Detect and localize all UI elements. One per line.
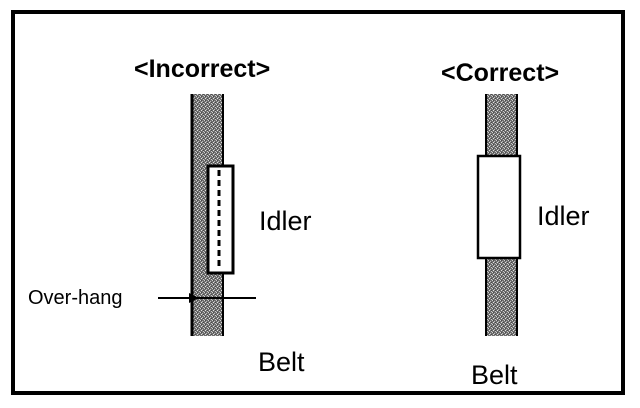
- correct-idler: [476, 154, 522, 260]
- overhang-arrow-icon: [158, 293, 199, 303]
- diagram-frame: [11, 10, 625, 395]
- incorrect-idler-label: Idler: [259, 206, 312, 236]
- incorrect-title: <Incorrect>: [134, 55, 271, 83]
- correct-title: <Correct>: [441, 59, 560, 87]
- overhang-label: Over-hang: [28, 287, 123, 309]
- incorrect-belt-label: Belt: [258, 347, 305, 377]
- correct-idler-label: Idler: [537, 201, 590, 231]
- incorrect-idler: [206, 164, 235, 275]
- correct-belt-label: Belt: [471, 360, 518, 390]
